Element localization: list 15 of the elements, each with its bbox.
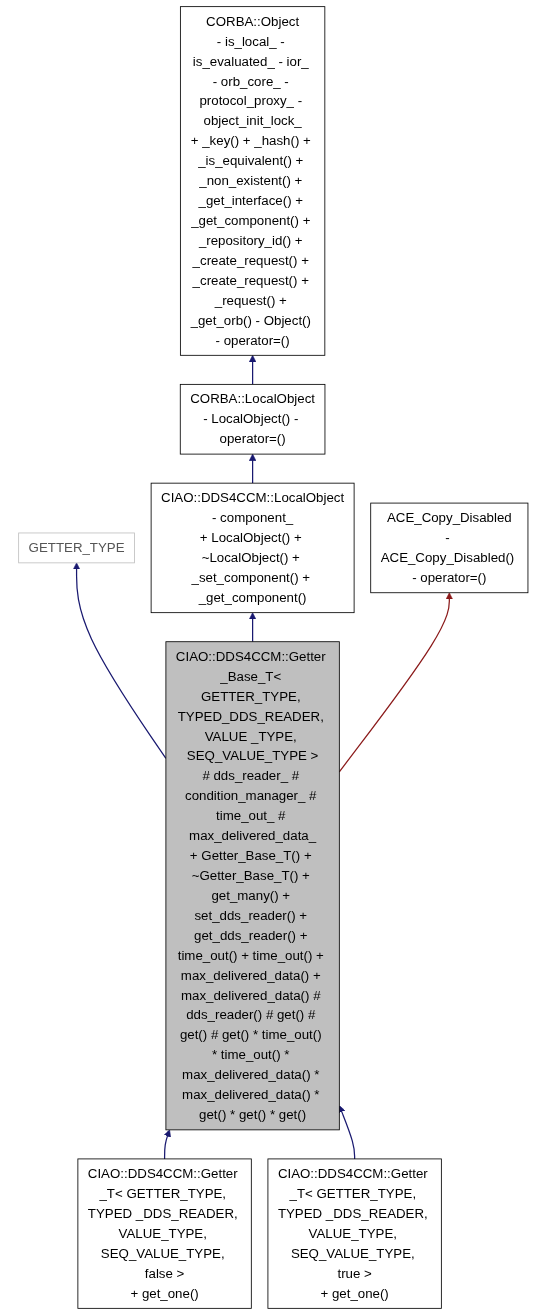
arrow (249, 453, 257, 484)
node-box: ACE_Copy_Disabled - ACE_Copy_Disabled() - operator=() (370, 502, 529, 594)
node-box: CIAO::DDS4CCM::LocalObject - component_ + LocalObject() + ~LocalObject() + _set_component() + _get_component() (150, 482, 355, 614)
arrow (249, 612, 257, 643)
arrow (164, 1129, 172, 1160)
arrow (249, 355, 257, 385)
arrow (73, 562, 167, 759)
node-box: CIAO::DDS4CCM::Getter _T< GETTER_TYPE, TYPED _DDS_READER, VALUE_TYPE, SEQ_VALUE_TYPE, false > + get_one() (77, 1158, 252, 1309)
arrow (338, 1105, 356, 1160)
node-box: CORBA::LocalObject - LocalObject() - operator=() (180, 383, 326, 455)
node-box: CIAO::DDS4CCM::Getter _Base_T< GETTER_TYPE, TYPED_DDS_READER, VALUE _TYPE, SEQ_VALUE_TYPE > # dds_reader_ # condition_manager_ # time_out_ # max_delivered_data_ + Getter_Base_T() + ~Getter_Base_T() + get_many() + set_dds_reader() + get_dds_reader() + time_out() + time_out() + max_delivered_data() + max_delivered_data() # dds_reader() # get() # get() # get() * time_out() * time_out() * max_delivered_data() * max_delivered_data() * get() * get() * get() (165, 641, 340, 1131)
arrow (338, 592, 454, 773)
node-box: GETTER_TYPE (18, 532, 136, 564)
node-box: CORBA::Object - is_local_ - is_evaluated_ - ior_ - orb_core_ - protocol_proxy_ - object_init_lock_ + _key() + _hash() + _is_equivalent() + _non_existent() + _get_interface() + _get_component() + _repository_id() + _create_request() + _create_request() + _request() + _get_orb() - Object() - operator=() (180, 6, 326, 356)
node-box: CIAO::DDS4CCM::Getter _T< GETTER_TYPE, TYPED _DDS_READER, VALUE_TYPE, SEQ_VALUE_TYPE, true > + get_one() (267, 1158, 442, 1309)
